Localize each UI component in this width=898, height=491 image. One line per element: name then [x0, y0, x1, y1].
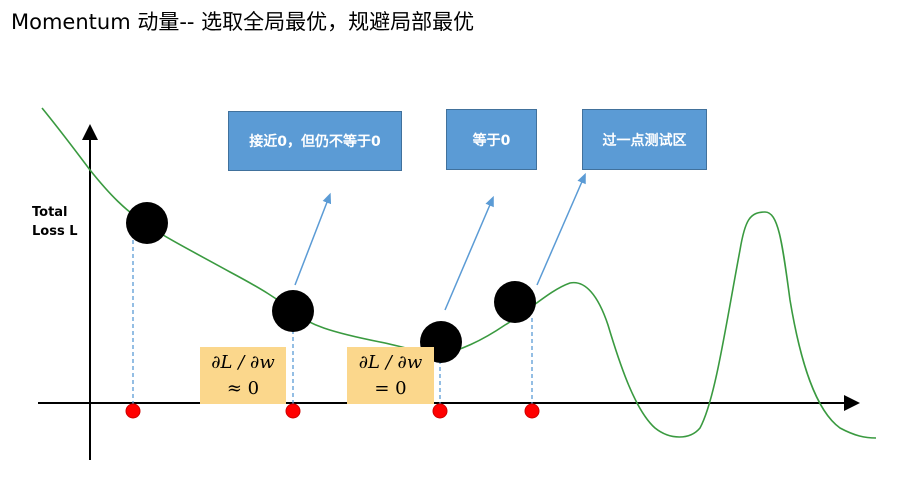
ball — [494, 281, 536, 323]
gradient-value: = 0 — [374, 378, 407, 399]
red-dot — [125, 403, 141, 419]
gradient-equal-zero: ∂L / ∂w = 0 — [347, 347, 434, 404]
gradient-value: ≈ 0 — [226, 378, 260, 399]
page-title: Momentum 动量-- 选取全局最优，规避局部最优 — [11, 10, 475, 34]
gradient-expr: ∂L / ∂w — [358, 352, 423, 373]
ball — [272, 290, 314, 332]
y-label-line: Total — [32, 205, 68, 220]
callout-equal-zero: 等于0 — [446, 109, 537, 170]
loss-curve — [41, 107, 877, 439]
red-dot — [524, 403, 540, 419]
y-axis-label: Total Loss L — [32, 203, 78, 241]
ball — [126, 202, 168, 244]
dashed-projections — [132, 240, 533, 408]
callout-near-zero: 接近0，但仍不等于0 — [228, 111, 402, 171]
gradient-approx-zero: ∂L / ∂w ≈ 0 — [200, 347, 286, 404]
red-dot — [285, 403, 301, 419]
gradient-expr: ∂L / ∂w — [211, 352, 275, 373]
callout-test-region: 过一点测试区 — [582, 109, 707, 170]
red-dot — [432, 403, 448, 419]
direction-arrows — [294, 172, 586, 311]
y-label-line: Loss L — [32, 224, 78, 239]
